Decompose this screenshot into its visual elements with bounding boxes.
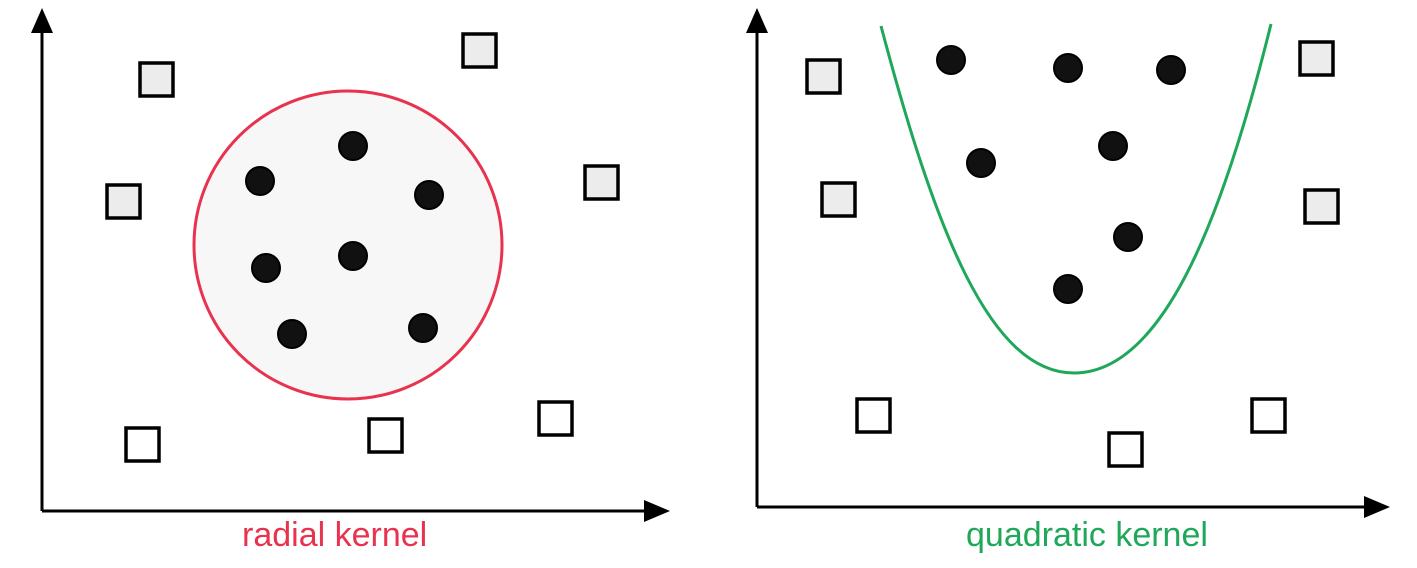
class-square	[1298, 40, 1335, 77]
class-square	[583, 164, 620, 201]
class-square	[1250, 397, 1287, 434]
class-square	[820, 181, 857, 218]
class-square	[855, 397, 892, 434]
class-dot	[966, 148, 996, 178]
radial-dots	[245, 131, 444, 349]
class-square	[805, 58, 842, 95]
class-dot	[251, 253, 281, 283]
radial-kernel-caption: radial kernel	[242, 516, 428, 554]
class-square	[461, 32, 498, 69]
y-axis-arrow	[746, 8, 768, 33]
class-square	[105, 183, 142, 220]
quadratic-kernel-caption: quadratic kernel	[966, 516, 1208, 554]
class-dot	[414, 180, 444, 210]
radial-panel	[31, 8, 670, 522]
class-dot	[245, 166, 275, 196]
class-dot	[338, 131, 368, 161]
quadratic-squares	[805, 40, 1340, 468]
class-square	[367, 417, 404, 454]
quadratic-panel	[746, 8, 1390, 518]
class-square	[537, 400, 574, 437]
quadratic-axes	[755, 30, 1365, 509]
y-axis-arrow	[31, 8, 53, 33]
radial-axes	[40, 30, 645, 513]
quadratic-dots	[936, 45, 1186, 304]
class-dot	[277, 319, 307, 349]
x-axis-arrow	[1364, 496, 1390, 518]
class-square	[1107, 431, 1144, 468]
class-dot	[1098, 131, 1128, 161]
class-dot	[1053, 53, 1083, 83]
class-square	[138, 61, 175, 98]
x-axis-arrow	[644, 500, 670, 522]
class-dot	[1113, 222, 1143, 252]
class-square	[1303, 188, 1340, 225]
class-dot	[338, 241, 368, 271]
class-dot	[408, 313, 438, 343]
class-dot	[1156, 55, 1186, 85]
class-square	[124, 426, 161, 463]
class-dot	[936, 45, 966, 75]
class-dot	[1053, 274, 1083, 304]
radial-squares	[105, 32, 620, 463]
quadratic-decision-boundary	[879, 23, 1273, 375]
